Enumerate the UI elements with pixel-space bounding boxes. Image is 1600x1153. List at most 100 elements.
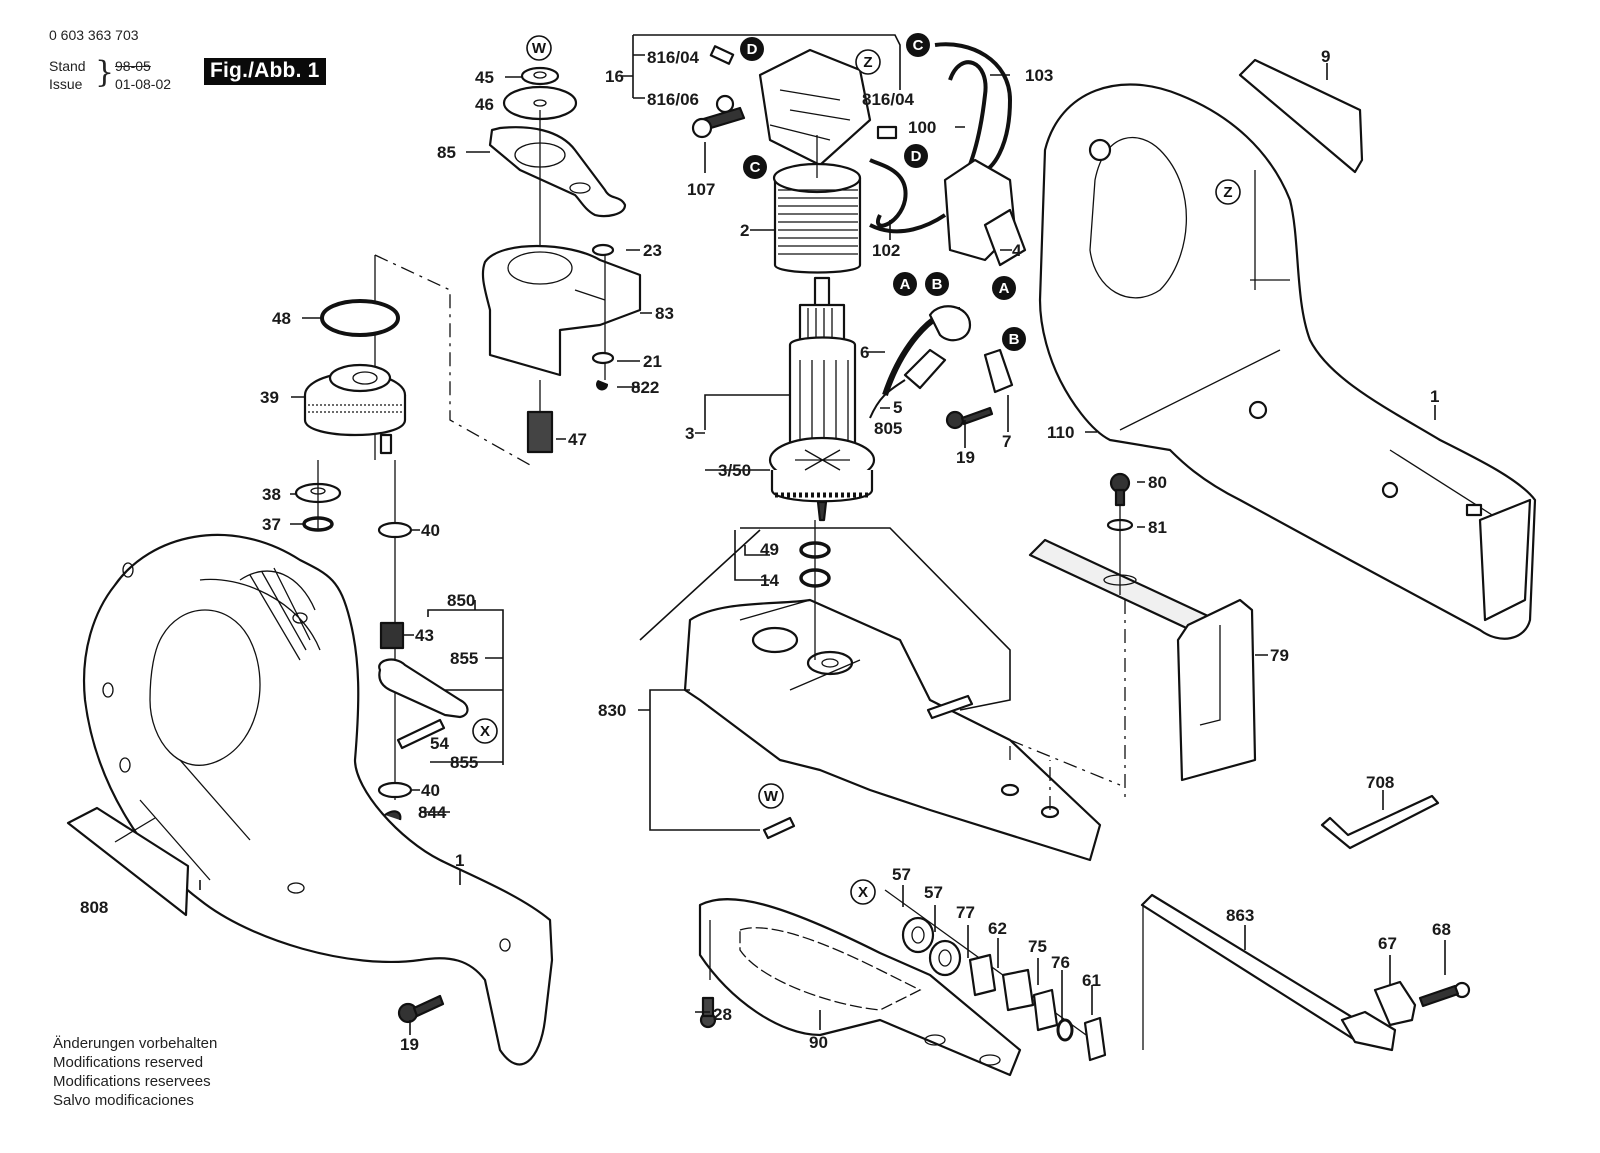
callout-844: 844 [418, 803, 447, 822]
callout-100: 100 [908, 118, 936, 137]
callout-67: 67 [1378, 934, 1397, 953]
stand-label: Stand [49, 58, 86, 74]
svg-text:A: A [999, 280, 1010, 297]
svg-text:D: D [747, 41, 758, 58]
notice-en: Modifications reserved [53, 1054, 204, 1071]
callout-81: 81 [1148, 518, 1167, 537]
callout-1-right: 1 [1430, 387, 1439, 406]
svg-text:X: X [858, 884, 868, 901]
marker-z-motor: Z [855, 49, 881, 75]
callout-855-upper: 855 [450, 649, 478, 668]
old-date: 98-05 [115, 58, 151, 74]
marker-x-roller: X [850, 879, 876, 905]
callout-816-06: 816/06 [647, 90, 699, 109]
callout-5: 5 [893, 398, 902, 417]
callout-7: 7 [1002, 432, 1011, 451]
callout-107: 107 [687, 180, 715, 199]
callout-62: 62 [988, 919, 1007, 938]
callout-23: 23 [643, 241, 662, 260]
roller-stack [884, 889, 1107, 1062]
callout-38: 38 [262, 485, 281, 504]
part-callouts: 45 46 85 23 83 21 822 47 48 39 38 37 40 … [80, 47, 1451, 1054]
markers: W W Z Z X X D D C C A B A B [472, 33, 1241, 905]
marker-c-mid: C [743, 155, 767, 179]
switch-and-cables [869, 42, 1027, 430]
brace-icon: } [95, 55, 115, 90]
figure-badge: Fig./Abb. 1 [204, 58, 326, 85]
modifications-notice: Änderungen vorbehalten Modifications res… [53, 1034, 217, 1110]
svg-text:X: X [480, 723, 490, 740]
callout-57-first: 57 [892, 865, 911, 884]
callout-40-upper: 40 [421, 521, 440, 540]
callout-68: 68 [1432, 920, 1451, 939]
marker-a-cable: A [992, 276, 1016, 300]
callout-77: 77 [956, 903, 975, 922]
callout-816-04-left: 816/04 [647, 48, 700, 67]
marker-c-top: C [906, 33, 930, 57]
marker-d-mid: D [904, 144, 928, 168]
svg-text:B: B [1009, 331, 1020, 348]
housing-left-half [82, 533, 554, 1066]
callout-850: 850 [447, 591, 475, 610]
callout-9: 9 [1321, 47, 1330, 66]
gear-stack [294, 254, 531, 821]
callout-80: 80 [1148, 473, 1167, 492]
callout-16: 16 [605, 67, 624, 86]
marker-x-rod: X [472, 718, 498, 744]
callout-49: 49 [760, 540, 779, 559]
marker-w-bottom: W [758, 783, 784, 809]
callout-805: 805 [874, 419, 902, 438]
motor-field-assembly [691, 45, 898, 274]
callout-85: 85 [437, 143, 456, 162]
svg-text:W: W [764, 788, 779, 805]
issue-label: Issue [49, 76, 83, 92]
callout-37: 37 [262, 515, 281, 534]
callout-3: 3 [685, 424, 694, 443]
screw-19-lower [397, 994, 445, 1024]
callout-39: 39 [260, 388, 279, 407]
armature [768, 276, 876, 522]
callout-708: 708 [1366, 773, 1394, 792]
svg-text:B: B [932, 276, 943, 293]
base-plate-90 [698, 898, 1022, 1077]
callout-43: 43 [415, 626, 434, 645]
allen-key-708 [1320, 794, 1440, 850]
callout-47: 47 [568, 430, 587, 449]
callout-75: 75 [1028, 937, 1047, 956]
issue-date: 01-08-02 [115, 76, 172, 92]
callout-4: 4 [1012, 241, 1022, 260]
marker-z-housing: Z [1215, 179, 1241, 205]
callout-19-upper: 19 [956, 448, 975, 467]
callout-54: 54 [430, 734, 449, 753]
callout-855-lower: 855 [450, 753, 478, 772]
notice-de: Änderungen vorbehalten [53, 1035, 218, 1052]
callout-14: 14 [760, 571, 779, 590]
guide-plate-assembly [481, 66, 642, 454]
callout-40-lower: 40 [421, 781, 440, 800]
svg-text:D: D [911, 148, 922, 165]
svg-text:Z: Z [863, 54, 872, 71]
leader-lines [199, 34, 1446, 1035]
marker-b-cable: B [1002, 327, 1026, 351]
svg-text:W: W [532, 40, 547, 57]
marker-a-switch: A [893, 272, 917, 296]
callout-830: 830 [598, 701, 626, 720]
callout-816-04-right: 816/04 [862, 90, 915, 109]
marker-b-switch: B [925, 272, 949, 296]
callout-90: 90 [809, 1033, 828, 1052]
gearbox-housing [683, 520, 1121, 862]
callout-76: 76 [1051, 953, 1070, 972]
callout-110: 110 [1047, 423, 1074, 442]
stand-issue-labels: Stand Issue [49, 57, 86, 93]
callout-61: 61 [1082, 971, 1101, 990]
callout-103: 103 [1025, 66, 1053, 85]
svg-text:Z: Z [1223, 184, 1232, 201]
callout-3-50: 3/50 [718, 461, 751, 480]
callout-79: 79 [1270, 646, 1289, 665]
callout-21: 21 [643, 352, 662, 371]
callout-863: 863 [1226, 906, 1254, 925]
svg-text:C: C [913, 37, 924, 54]
marker-d-top: D [740, 37, 764, 61]
callout-57-second: 57 [924, 883, 943, 902]
